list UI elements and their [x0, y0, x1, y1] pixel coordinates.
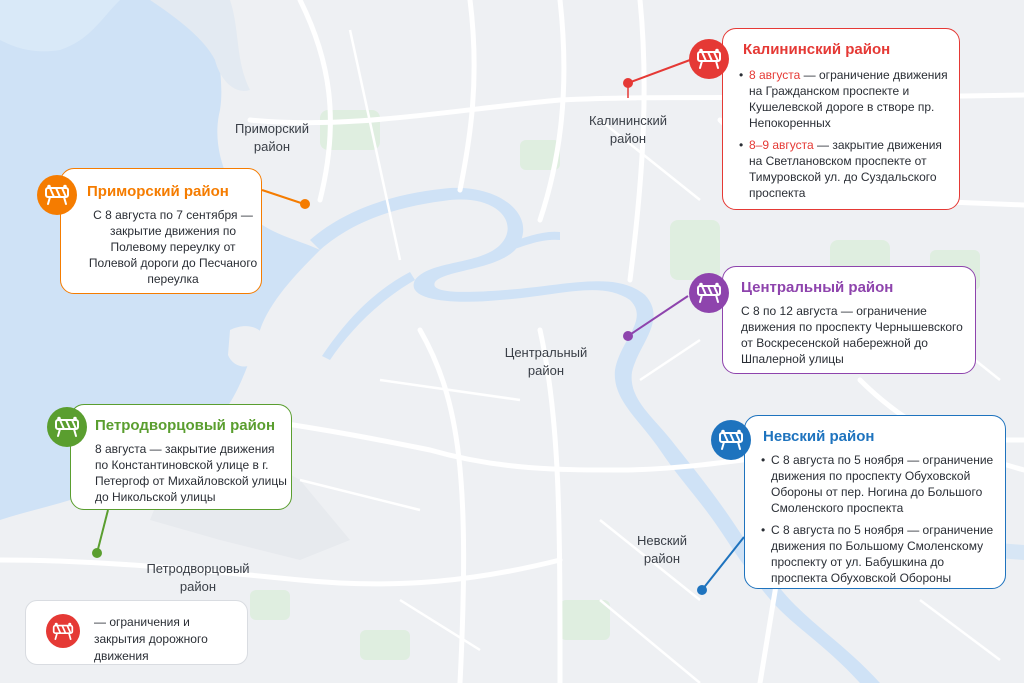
petrodvorets-card-body: 8 августа — закрытие движения по Констан…: [95, 442, 287, 504]
central-card-body: С 8 по 12 августа — ограничение движения…: [741, 304, 963, 366]
list-item: С 8 августа по 5 ноября — ограничение дв…: [761, 522, 1001, 586]
kalininsky-location-dot[interactable]: [623, 78, 633, 88]
roadblock-icon: [46, 614, 80, 648]
roadblock-icon: [689, 39, 729, 79]
primorsky-card-title: Приморский район: [87, 183, 229, 200]
map-legend: — ограничения и закрытия дорожного движе…: [25, 600, 248, 665]
central-location-dot[interactable]: [623, 331, 633, 341]
primorsky-card-body: С 8 августа по 7 сентября — закрытие дви…: [88, 208, 258, 286]
list-item: С 8 августа по 5 ноября — ограничение дв…: [761, 452, 1001, 516]
nevsky-location-dot[interactable]: [697, 585, 707, 595]
list-item: 8 августа — ограничение движения на Граж…: [739, 67, 953, 131]
kalininsky-card-title: Калининский район: [743, 41, 891, 58]
kalininsky-card[interactable]: Калининский район 8 августа — ограничени…: [689, 28, 960, 210]
primorsky-card[interactable]: Приморский район С 8 августа по 7 сентяб…: [37, 168, 262, 294]
roadblock-icon: [37, 175, 77, 215]
nevsky-card-title: Невский район: [763, 428, 875, 445]
roadblock-icon: [47, 407, 87, 447]
list-item: 8–9 августа — закрытие движения на Светл…: [739, 137, 953, 201]
roadblock-icon: [711, 420, 751, 460]
kalininsky-card-body: 8 августа — ограничение движения на Граж…: [739, 67, 953, 207]
legend-text: — ограничения и закрытия дорожного движе…: [94, 615, 208, 663]
nevsky-card-body: С 8 августа по 5 ноября — ограничение дв…: [761, 452, 1001, 592]
central-card[interactable]: Центральный район С 8 по 12 августа — ог…: [689, 266, 976, 374]
nevsky-card[interactable]: Невский район С 8 августа по 5 ноября — …: [711, 415, 1006, 592]
petrodvorets-card[interactable]: Петродворцовый район 8 августа — закрыти…: [47, 404, 292, 510]
petrodvorets-location-dot[interactable]: [92, 548, 102, 558]
petrodvorets-card-title: Петродворцовый район: [95, 417, 276, 434]
roadblock-icon: [689, 273, 729, 313]
primorsky-location-dot[interactable]: [300, 199, 310, 209]
kalininsky-connector: [627, 59, 691, 84]
central-card-title: Центральный район: [741, 279, 894, 296]
